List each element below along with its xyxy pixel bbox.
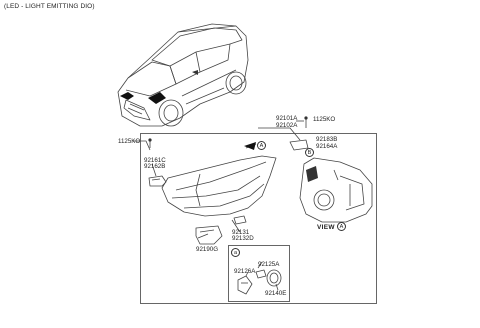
part-label-92162b: 92162B xyxy=(144,163,166,170)
part-label-92140e: 92140E xyxy=(265,290,287,297)
view-label: VIEW xyxy=(317,224,335,231)
part-label-92190g: 92190G xyxy=(196,246,219,253)
part-label-92164a: 92164A xyxy=(316,143,338,150)
part-label-92125a: 92125A xyxy=(258,261,280,268)
callout-a-sub: a xyxy=(231,248,240,257)
part-label-92131: 92131 xyxy=(232,229,250,236)
part-label-92132d: 92132D xyxy=(232,235,254,242)
part-label-92101a: 92101A xyxy=(276,115,298,122)
part-label-92102a: 92102A xyxy=(276,122,298,129)
part-label-1125ko-left: 1125KO xyxy=(118,138,141,145)
part-label-92183b: 92183B xyxy=(316,136,338,143)
callout-b-rear: B xyxy=(305,148,314,157)
part-label-92161c: 92161C xyxy=(144,157,166,164)
exploded-view-frame xyxy=(140,133,377,304)
diagram-title: (LED - LIGHT EMITTING DIO) xyxy=(4,3,95,10)
callout-a-main: A xyxy=(257,141,266,150)
part-label-1125ko-top: 1125KO xyxy=(313,116,336,123)
callout-a-view: A xyxy=(337,222,346,231)
part-label-92126a: 92126A xyxy=(234,268,256,275)
